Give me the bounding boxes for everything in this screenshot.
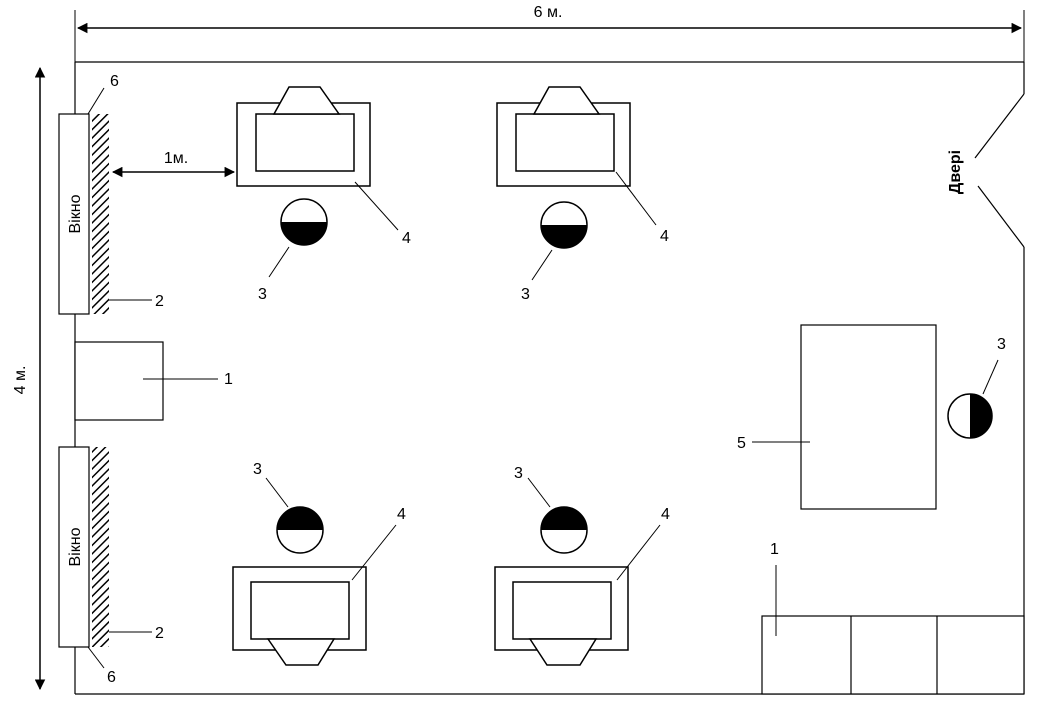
window-bottom-sill-ref: 6	[107, 669, 116, 686]
window-bottom: Вікно 6 2	[58, 446, 164, 686]
workstation-ref: 4	[660, 228, 669, 245]
window-top-curtain-ref: 2	[155, 293, 164, 310]
height-label: 4 м.	[12, 366, 29, 395]
desk-ref: 5	[737, 435, 746, 452]
chair-bottom-right: 3	[514, 465, 588, 554]
cabinet-left-ref: 1	[224, 371, 233, 388]
chair-ref: 3	[521, 286, 530, 303]
door-label: Двері	[947, 150, 964, 194]
chair-top-left: 3	[258, 198, 328, 303]
workstation-bottom-left: 4	[232, 506, 406, 666]
width-label: 6 м.	[534, 4, 563, 21]
chair-ref: 3	[997, 336, 1006, 353]
chair-ref: 3	[258, 286, 267, 303]
workstation-bottom-right: 4	[494, 506, 670, 666]
window-top-sill-ref: 6	[110, 73, 119, 90]
cabinet-bottom: 1	[761, 541, 1025, 695]
workstation-top-right: 4	[496, 86, 669, 245]
workstation-ref: 4	[402, 230, 411, 247]
workstation-top-left: 4	[236, 86, 411, 247]
chair-desk: 3	[947, 336, 1006, 439]
distance-dimension: 1м.	[111, 150, 236, 178]
workstation-ref: 4	[397, 506, 406, 523]
desk: 5	[737, 324, 937, 510]
workstation-ref: 4	[661, 506, 670, 523]
distance-label: 1м.	[164, 150, 188, 167]
window-top-label: Вікно	[67, 194, 84, 233]
door: Двері	[947, 93, 1025, 248]
width-dimension: 6 м.	[74, 4, 1025, 62]
window-bottom-curtain-ref: 2	[155, 625, 164, 642]
window-top: Вікно 6 2	[58, 73, 164, 315]
cabinet-left: 1	[74, 341, 233, 421]
cabinet-bottom-ref: 1	[770, 541, 779, 558]
chair-ref: 3	[253, 461, 262, 478]
window-bottom-label: Вікно	[67, 527, 84, 566]
height-dimension: 4 м.	[12, 66, 46, 691]
chair-top-right: 3	[521, 201, 588, 303]
chair-bottom-left: 3	[253, 461, 324, 554]
chair-ref: 3	[514, 465, 523, 482]
